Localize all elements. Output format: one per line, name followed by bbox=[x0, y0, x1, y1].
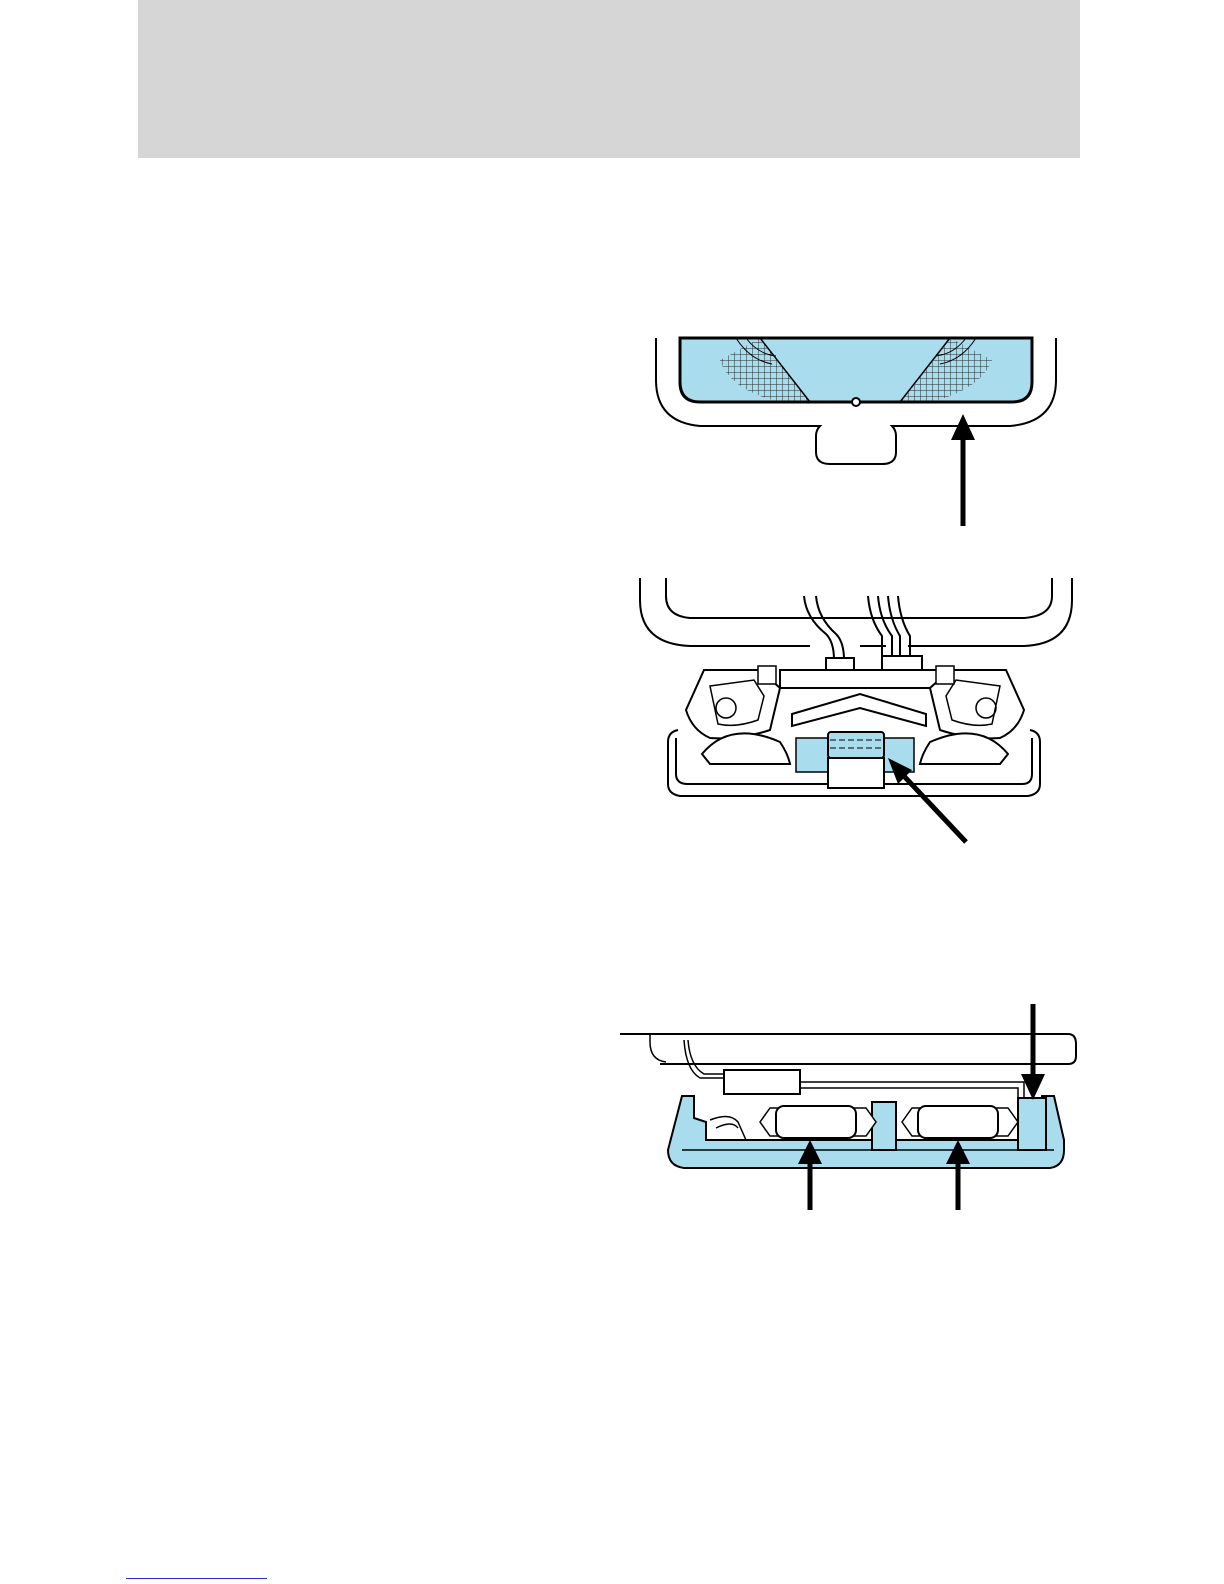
wire-bundle bbox=[804, 596, 844, 660]
bulb-replacement-diagram bbox=[620, 1000, 1090, 1220]
headliner-outline bbox=[640, 578, 1072, 646]
bulb-right bbox=[902, 1106, 1018, 1138]
diagonal-arrow-icon bbox=[888, 758, 966, 842]
interior-bulb bbox=[828, 732, 884, 758]
center-reflector bbox=[792, 694, 926, 726]
housing-body bbox=[780, 670, 946, 688]
footer-link-underline[interactable] bbox=[126, 1578, 267, 1579]
lamp-lens-diagram bbox=[620, 330, 1090, 540]
up-arrow-icon bbox=[951, 414, 975, 526]
bulb-left bbox=[760, 1106, 876, 1138]
page-header-band bbox=[138, 0, 1080, 158]
bulb-housing-diagram bbox=[620, 570, 1090, 855]
